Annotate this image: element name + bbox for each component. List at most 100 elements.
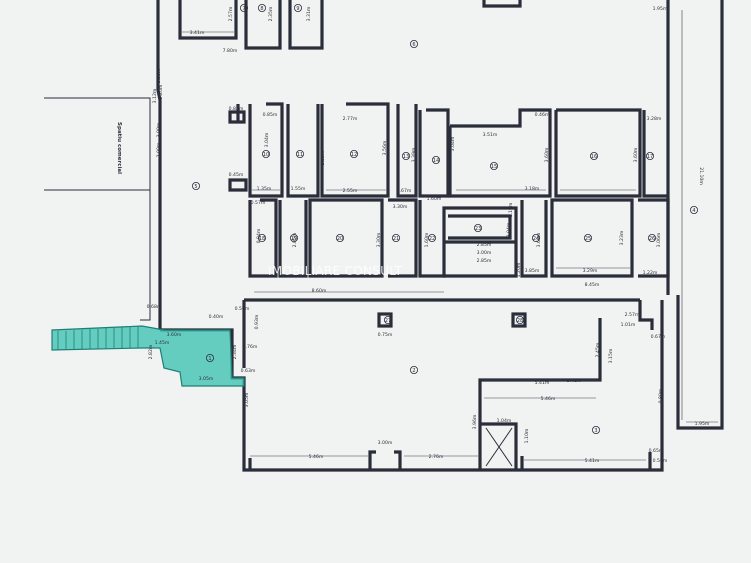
dimension-label: 1.35m: [257, 186, 272, 192]
dimension-label: 1.95m: [695, 421, 710, 427]
room-number-circle: [295, 149, 304, 158]
dimension-label: 3.96m: [472, 414, 478, 429]
room-number-label: 14: [433, 158, 439, 164]
room-number-label: 3: [594, 428, 597, 434]
dimension-label: 2.85m: [477, 258, 492, 264]
dimension-label: 7.80m: [223, 48, 238, 54]
room-number-marker: 19: [289, 233, 298, 242]
dimension-label: 0.67m: [651, 334, 666, 340]
room-number-label: 20: [337, 236, 343, 242]
dimension-label: 0.76m: [243, 344, 258, 350]
room-number-label: 24: [533, 236, 539, 242]
dimension-label: 2.55m: [343, 188, 358, 194]
dimension-label: 1.60m: [424, 232, 430, 247]
room-number-marker: 10: [261, 149, 270, 158]
room-number-marker: 3: [592, 425, 601, 434]
dimension-label: 0.93m: [254, 314, 260, 329]
room-number-label: 27: [385, 318, 391, 324]
room-number-circle: [257, 4, 266, 12]
dimension-label: 1.04m: [497, 418, 512, 424]
room-number-marker: 16: [590, 151, 599, 160]
dimension-label: 5.41m: [585, 458, 600, 464]
room-number-label: 15: [491, 164, 497, 170]
room-number-marker: 8: [257, 4, 266, 12]
room-number-marker: 27: [383, 315, 392, 324]
room-number-circle: [431, 155, 440, 164]
room-number-circle: [349, 149, 358, 158]
dimension-label: 8.45m: [585, 282, 600, 288]
dimension-label: 1.22m: [643, 270, 658, 276]
room-number-label: 16: [591, 154, 597, 160]
dimension-label: 1.01m: [621, 322, 636, 328]
room-number-circle: [335, 233, 344, 242]
room-number-circle: [257, 233, 266, 242]
room-number-circle: [427, 233, 436, 242]
dimension-label: 1.10m: [524, 428, 530, 443]
room-number-circle: [409, 40, 418, 49]
middle-cells: [228, 102, 668, 198]
dimension-label: 3.60m: [167, 332, 182, 338]
room-number-label: 13: [403, 154, 409, 160]
room-number-label: 2: [412, 368, 415, 374]
dimension-label: 1.60m: [427, 196, 442, 202]
room-number-label: 9: [296, 6, 299, 12]
dimension-label: 3.00m: [156, 122, 162, 137]
dimension-label: 2.45m: [595, 342, 601, 357]
dimension-label: 3.00m: [477, 250, 492, 256]
room-number-marker: 26: [648, 233, 657, 242]
room-number-label: 6: [412, 42, 415, 48]
dimension-label: 5.46m: [309, 454, 324, 460]
dimension-label: 3.29m: [583, 268, 598, 274]
dimension-label: 3.56m: [382, 140, 388, 155]
room-number-circle: [383, 315, 392, 324]
room-number-circle: [293, 4, 302, 12]
dimension-label: 1.20m: [516, 262, 522, 277]
highlighted-entry: [51, 325, 245, 387]
dimension-label: 3.60m: [633, 147, 639, 162]
dimension-label: 1.19m: [508, 202, 514, 217]
room-number-label: 12: [351, 152, 357, 158]
room-number-marker: 13: [401, 151, 410, 160]
dimension-label: 3.04m: [450, 136, 456, 151]
room-number-circle: [592, 425, 601, 434]
dimension-label: 0.50m: [653, 458, 668, 464]
room-number-label: 17: [647, 154, 653, 160]
dimension-label: 1.45m: [155, 340, 170, 346]
room-number-circle: [239, 4, 248, 12]
dimension-label: 2.85m: [477, 242, 492, 248]
dimension-label: 0.46m: [535, 112, 550, 118]
dimension-label: 0.57m: [251, 200, 266, 206]
room-number-label: 23: [475, 226, 481, 232]
dimension-label: 5.41m: [567, 378, 582, 384]
room-number-marker: 4: [690, 205, 699, 214]
dimension-label: 3.04m: [506, 222, 512, 237]
dimension-label: 2.76m: [429, 454, 444, 460]
dimension-label: 1.95m: [653, 6, 668, 12]
dimension-label: 3.85m: [525, 268, 540, 274]
room-number-marker: 22: [427, 233, 436, 242]
room-number-circle: [590, 151, 599, 160]
room-number-marker: 25: [584, 233, 593, 242]
dimension-label: 5.41m: [535, 380, 550, 386]
room-number-circle: [690, 205, 699, 214]
dimension-label: 3.05m: [199, 376, 214, 382]
room-number-marker: 5: [191, 181, 200, 190]
room-number-marker: 11: [295, 149, 304, 158]
dimension-lines: [182, 10, 718, 461]
room-number-circle: [401, 151, 410, 160]
dimension-label: 3.18m: [525, 186, 540, 192]
room-number-marker: 6: [409, 40, 418, 49]
dimension-label: 3.41m: [190, 30, 205, 36]
dimension-label: 0.67m: [397, 188, 412, 194]
dimension-label: 3.04m: [264, 132, 270, 147]
dimension-label: 3.28m: [647, 116, 662, 122]
room-number-marker: 1: [205, 353, 214, 362]
room-number-circle: [289, 233, 298, 242]
dimension-label: 0.68m: [147, 304, 162, 310]
room-number-marker: 14: [431, 155, 440, 164]
dimension-label: 2.35m: [156, 68, 162, 83]
dimension-label: 2.82m: [148, 344, 154, 359]
room-number-marker: 15: [489, 161, 498, 170]
